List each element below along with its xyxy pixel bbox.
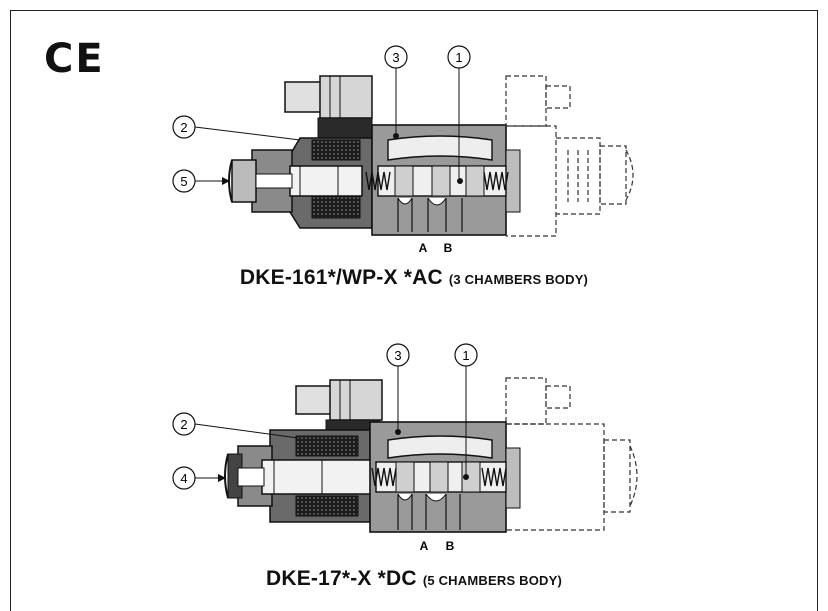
valve-1-body	[365, 124, 521, 236]
valve-1-callout-2: 2	[172, 115, 301, 141]
svg-text:3: 3	[392, 50, 399, 65]
drawing-frame	[10, 10, 818, 611]
ce-mark: CE	[44, 36, 105, 82]
svg-text:1: 1	[455, 50, 462, 65]
svg-text:4: 4	[180, 471, 187, 486]
valve-2-title: DKE-17*-X *DC	[265, 567, 417, 590]
valve-2-drawing: A B 3 1 2 4	[172, 343, 638, 553]
valve-1-drawing: A B 3 1 2 5	[172, 45, 634, 255]
valve-2-caption: DKE-17*-X *DC (5 CHAMBERS BODY)	[0, 567, 828, 591]
svg-text:3: 3	[394, 348, 401, 363]
valve-1-port-a: A	[419, 241, 428, 255]
valve-1-connector	[284, 75, 373, 141]
valve-2-solenoid	[224, 429, 375, 523]
valve-1-second-solenoid-outline	[505, 75, 634, 237]
svg-text:5: 5	[180, 174, 187, 189]
valve-2-port-a: A	[420, 539, 429, 553]
valve-2-callout-4: 4	[172, 466, 226, 490]
valve-1-solenoid	[228, 137, 373, 229]
valve-1-title: DKE-161*/WP-X *AC	[239, 266, 443, 289]
valve-1-port-b: B	[444, 241, 453, 255]
svg-text:1: 1	[462, 348, 469, 363]
valve-2-callout-1: 1	[454, 343, 478, 474]
valve-1-callout-3: 3	[384, 45, 408, 133]
valve-2-connector	[295, 379, 383, 437]
svg-text:2: 2	[180, 417, 187, 432]
valve-1-caption: DKE-161*/WP-X *AC (3 CHAMBERS BODY)	[0, 266, 828, 290]
valve-1-callout-1: 1	[447, 45, 471, 178]
valve-2-subtitle: (5 CHAMBERS BODY)	[422, 573, 563, 588]
valve-2-second-solenoid-outline	[505, 377, 638, 531]
svg-text:2: 2	[180, 120, 187, 135]
valve-1-callout-5: 5	[172, 169, 230, 193]
valve-2-port-b: B	[446, 539, 455, 553]
valve-1-subtitle: (3 CHAMBERS BODY)	[448, 272, 589, 287]
valve-2-callout-2: 2	[172, 412, 299, 439]
valve-2-body	[369, 421, 521, 533]
valve-2-callout-3: 3	[386, 343, 410, 430]
